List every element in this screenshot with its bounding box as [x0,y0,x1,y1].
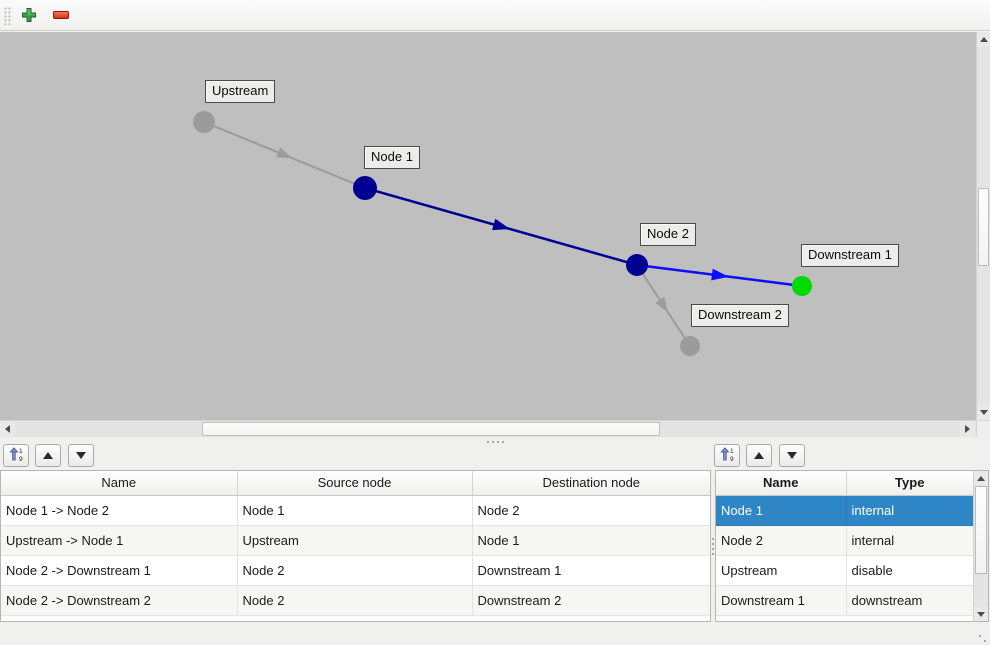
edges-table-cell-source: Node 2 [237,585,473,616]
nodes-table-cell-name: Node 2 [716,525,847,556]
triangle-down-icon [787,452,797,459]
edge-arrow-icon [492,218,511,231]
nodes-sort-button[interactable]: 1 9 [714,444,740,467]
window-resize-grip[interactable] [974,630,986,642]
edge-arrow-icon [655,296,669,313]
edges-sort-button[interactable]: 1 9 [3,444,29,467]
nodes-table-cell-type: internal [846,495,973,526]
main-toolbar [0,0,990,31]
node-label-upstream[interactable]: Upstream [205,80,276,103]
svg-text:9: 9 [730,456,734,462]
graph-node-downstream-2[interactable] [680,336,700,356]
plus-icon [21,7,37,26]
column-header-name[interactable]: Name [1,471,238,496]
graph-node-node-2[interactable] [626,254,648,276]
edges-table-cell-source: Upstream [237,525,473,556]
svg-text:9: 9 [19,456,23,462]
node-label-downstream-2[interactable]: Downstream 2 [691,304,789,327]
graph-node-upstream[interactable] [193,111,215,133]
column-header-destination-node[interactable]: Destination node [472,471,710,496]
scroll-up-button[interactable] [977,32,990,47]
scroll-down-button[interactable] [977,405,990,420]
vertical-scrollbar-thumb[interactable] [978,188,989,266]
edges-table-cell-name: Node 2 -> Downstream 1 [1,555,238,586]
graph-svg [193,111,812,356]
scroll-down-button[interactable] [974,607,988,621]
edges-table-cell-destination: Downstream 1 [472,555,710,586]
column-header-source-node[interactable]: Source node [237,471,473,496]
sort-ascending-icon: 1 9 [719,446,735,465]
graph-node-downstream-1[interactable] [792,276,812,296]
edges-table-cell-destination: Downstream 2 [472,585,710,616]
edges-table-cell-name: Node 1 -> Node 2 [1,495,238,526]
nodes-table-cell-name: Downstream 1 [716,585,847,616]
triangle-down-icon [76,452,86,459]
node-label-downstream-1[interactable]: Downstream 1 [801,244,899,267]
node-label-node-1[interactable]: Node 1 [364,146,420,169]
nodes-move-up-button[interactable] [746,444,772,467]
svg-text:1: 1 [730,448,734,455]
minus-icon [52,7,70,26]
triangle-up-icon [43,452,53,459]
sort-ascending-icon: 1 9 [8,446,24,465]
edges-move-down-button[interactable] [68,444,94,467]
edges-table-cell-name: Upstream -> Node 1 [1,525,238,556]
edge-arrow-icon [276,147,293,159]
horizontal-splitter[interactable] [0,437,990,447]
nodes-table-cell-type: disable [846,555,973,586]
horizontal-scrollbar-thumb[interactable] [202,422,660,436]
canvas-vertical-scrollbar[interactable] [976,32,990,420]
edge-arrow-icon [711,268,729,281]
svg-text:1: 1 [19,448,23,455]
edges-table: Name Source node Destination node Node 1… [0,470,711,622]
splitter-handle-dots [486,441,504,443]
edges-move-up-button[interactable] [35,444,61,467]
column-header-type[interactable]: Type [846,471,973,496]
nodes-table-header-row: Name Type [716,471,973,496]
nodes-move-down-button[interactable] [779,444,805,467]
edges-table-cell-source: Node 1 [237,495,473,526]
vertical-splitter[interactable] [710,470,715,622]
remove-button[interactable] [49,4,73,28]
nodes-table-cell-name: Node 1 [716,495,847,526]
scroll-right-button[interactable] [960,421,975,437]
add-button[interactable] [17,4,41,28]
edges-table-cell-destination: Node 1 [472,525,710,556]
scrollbar-corner [976,420,990,437]
nodes-table-cell-name: Upstream [716,555,847,586]
edges-table-header-row: Name Source node Destination node [1,471,710,496]
node-label-node-2[interactable]: Node 2 [640,223,696,246]
nodes-table-cell-type: internal [846,525,973,556]
edges-table-cell-source: Node 2 [237,555,473,586]
edges-table-cell-name: Node 2 -> Downstream 2 [1,585,238,616]
scrollbar-thumb[interactable] [975,486,987,574]
canvas-horizontal-scrollbar[interactable] [0,420,976,437]
triangle-up-icon [754,452,764,459]
column-header-name[interactable]: Name [716,471,847,496]
scroll-left-button[interactable] [0,421,15,437]
edges-table-cell-destination: Node 2 [472,495,710,526]
graph-node-node-1[interactable] [353,176,377,200]
scroll-up-button[interactable] [974,471,988,485]
nodes-table-scrollbar[interactable] [973,471,988,621]
nodes-table-cell-type: downstream [846,585,973,616]
toolbar-grip[interactable] [4,7,12,25]
splitter-handle-dots [711,537,714,555]
